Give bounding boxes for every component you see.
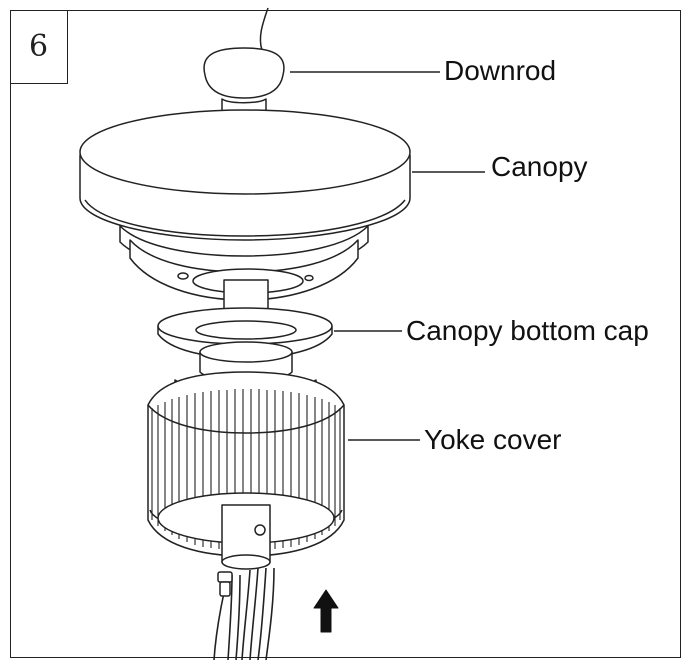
top-wire: [259, 7, 269, 51]
label-downrod: Downrod: [444, 55, 557, 86]
lower-shaft: [221, 504, 271, 570]
yoke-cover-part: [147, 371, 345, 557]
label-yoke-cover: Yoke cover: [424, 424, 562, 455]
downrod-part: [203, 47, 285, 117]
label-canopy: Canopy: [491, 151, 588, 182]
diagram-frame: [10, 10, 681, 658]
step-number: 6: [10, 10, 68, 84]
label-canopy-bottom-cap: Canopy bottom cap: [406, 315, 649, 346]
arrow-up-icon: [313, 589, 339, 633]
wire-connector: [217, 571, 233, 597]
canopy-part: [79, 109, 411, 301]
